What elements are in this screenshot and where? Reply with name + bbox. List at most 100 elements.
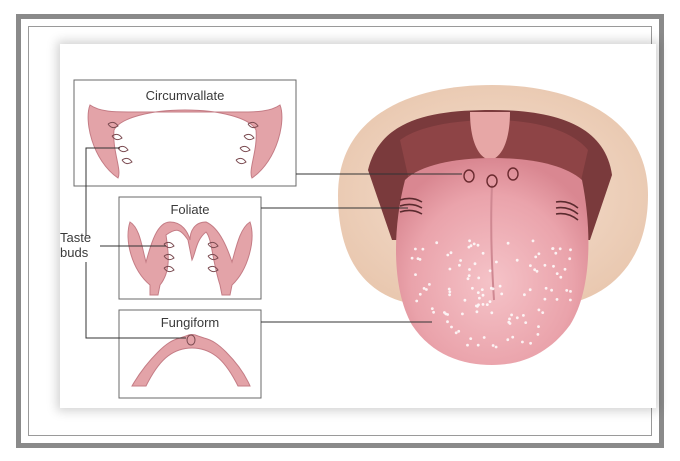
fungiform-dot [529,288,532,291]
fungiform-dot [414,273,417,276]
fungiform-dot [423,287,426,290]
fungiform-dot [458,264,461,267]
fungiform-dot [470,244,473,247]
fungiform-dot [516,316,519,319]
fungiform-dot [446,254,449,257]
fungiform-dot [450,251,453,254]
fungiform-dot [508,318,511,321]
fungiform-dot [541,311,544,314]
fungiform-dot [533,268,536,271]
fungiform-dot [411,257,414,260]
fungiform-dot [415,300,418,303]
fungiform-dot [478,297,481,300]
fungiform-dot [521,341,524,344]
fungiform-dot [500,293,503,296]
fungiform-dot [522,314,525,317]
fungiform-dot [556,298,559,301]
fungiform-dot [507,321,510,324]
fungiform-dot [446,313,449,316]
fungiform-dot [468,268,471,271]
fungiform-dot [565,289,568,292]
fungiform-dot [516,259,519,262]
fungiform-dot [422,248,425,251]
fungiform-dot [486,303,489,306]
fungiform-dot [511,336,514,339]
fungiform-dot [559,276,562,279]
fungiform-dot [569,248,572,251]
fungiform-dot [529,264,532,267]
fungiform-dot [507,242,510,245]
fungiform-dot [552,265,555,268]
fungiform-dot [499,285,502,288]
fungiform-dot [544,264,547,267]
fungiform-dot [556,272,559,275]
fungiform-dot [492,344,495,347]
fungiform-dot [457,330,460,333]
fungiform-dot [432,311,435,314]
fungiform-dot [450,326,453,329]
fungiform-dot [482,252,485,255]
fungiform-dot [455,331,458,334]
fungiform-dot [477,277,480,280]
fungiform-dot [483,336,486,339]
fungiform-dot [449,268,452,271]
fungiform-dot [524,321,527,324]
fungiform-dot [529,342,532,345]
fungiform-dot [569,290,572,293]
fungiform-dot [481,288,484,291]
taste-buds-label-line2: buds [60,245,89,260]
fungiform-dot [475,305,478,308]
fungiform-dot [536,270,539,273]
fungiform-dot [435,241,438,244]
fungiform-dot [568,257,571,260]
fungiform-dot [419,293,422,296]
fungiform-dot [431,307,434,310]
fungiform-dot [490,287,493,290]
fungiform-dot [538,252,541,255]
fungiform-dot [489,300,492,303]
fungiform-dot [490,311,493,314]
circumvallate-label: Circumvallate [146,88,225,103]
fungiform-dot [448,293,451,296]
fungiform-dot [534,256,537,259]
fungiform-dot [477,344,480,347]
fungiform-dot [476,310,479,313]
fungiform-label: Fungiform [161,315,220,330]
fungiform-dot [554,252,557,255]
fungiform-dot [552,247,555,250]
fungiform-dot [473,243,476,246]
fungiform-dot [428,283,431,286]
fungiform-dot [448,290,451,293]
fungiform-dot [550,289,553,292]
fungiform-dot [482,303,485,306]
fungiform-dot [564,268,567,271]
fungiform-dot [495,261,498,264]
fungiform-dot [545,287,548,290]
fungiform-dot [544,298,547,301]
fungiform-dot [532,240,535,243]
fungiform-dot [471,287,474,290]
fungiform-dot [477,244,480,247]
fungiform-dot [489,269,492,272]
fungiform-dot [495,346,498,349]
fungiform-dot [467,277,470,280]
fungiform-dot [448,288,451,291]
fungiform-dot [443,311,446,314]
fungiform-dot [477,291,480,294]
fungiform-dot [538,309,541,312]
fungiform-dot [482,294,485,297]
fungiform-dot [510,314,513,317]
fungiform-dot [468,239,471,242]
foliate-label: Foliate [170,202,209,217]
fungiform-dot [459,259,462,262]
fungiform-dot [537,325,540,328]
fungiform-dot [559,247,562,250]
fungiform-dot [569,299,572,302]
fungiform-dot [468,274,471,277]
fungiform-dot [461,313,464,316]
fungiform-dot [506,338,509,341]
fungiform-dot [417,257,420,260]
fungiform-dot [446,320,449,323]
fungiform-dot [464,299,467,302]
